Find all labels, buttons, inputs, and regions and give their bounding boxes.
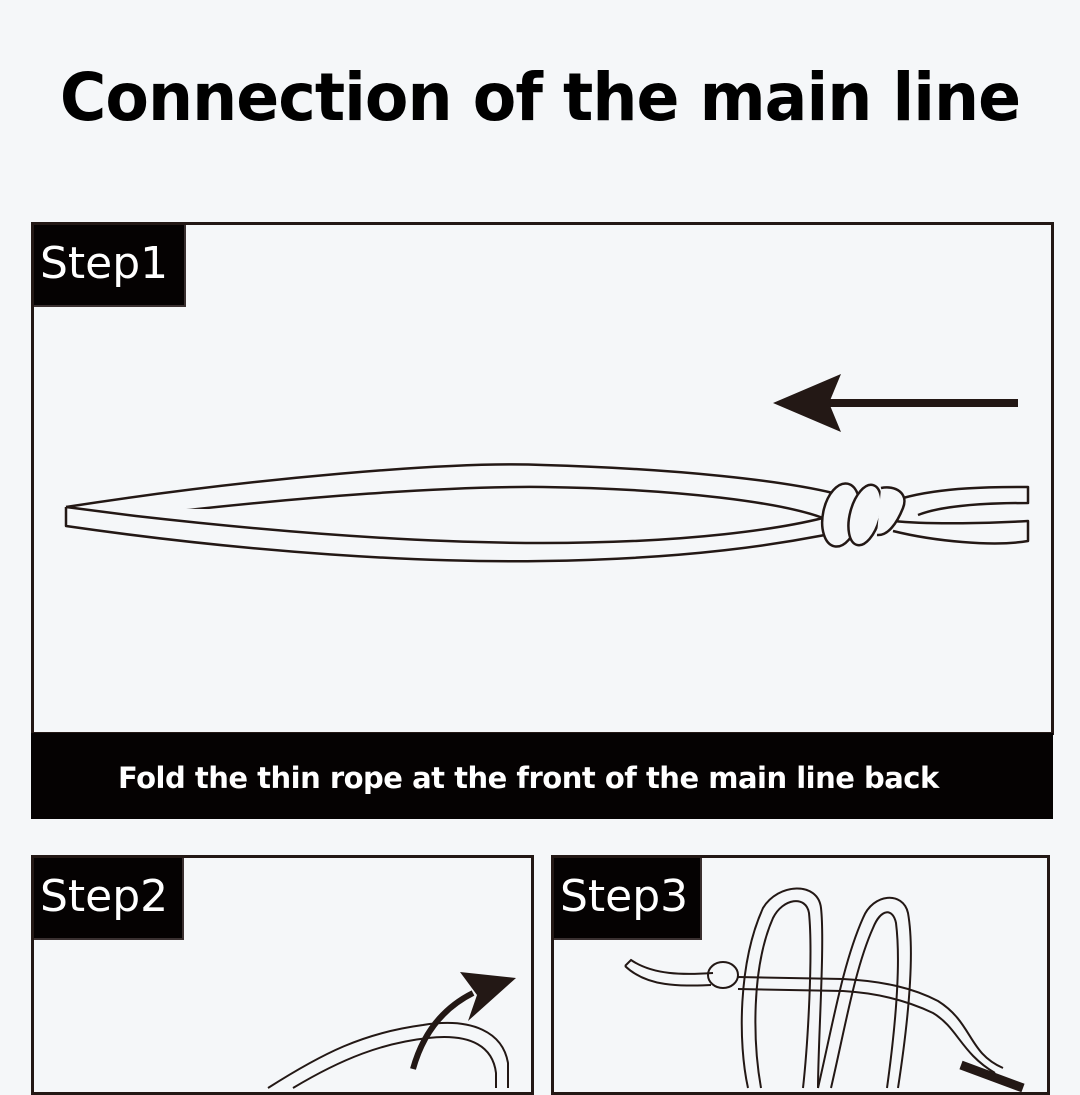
- rope-drawing: [624, 887, 1004, 1089]
- step3-panel: Step3: [551, 855, 1050, 1095]
- step2-label: Step2: [34, 858, 184, 940]
- step3-label: Step3: [554, 858, 702, 940]
- step1-caption: Fold the thin rope at the front of the m…: [31, 733, 1053, 819]
- rope-drawing: [267, 1021, 509, 1089]
- arrow-curved-icon: [410, 972, 516, 1070]
- step2-panel: Step2: [31, 855, 534, 1095]
- rope-drawing: [64, 463, 1030, 563]
- step1-label: Step1: [34, 225, 186, 307]
- arrow-left-icon: [773, 374, 1018, 432]
- main-line-segment: [959, 1060, 1025, 1092]
- page-title: Connection of the main line: [59, 59, 1021, 136]
- step2-illustration: [267, 972, 516, 1089]
- step3-illustration: [624, 887, 1025, 1092]
- step1-illustration: [64, 374, 1030, 563]
- step1-panel: Step1: [31, 222, 1054, 735]
